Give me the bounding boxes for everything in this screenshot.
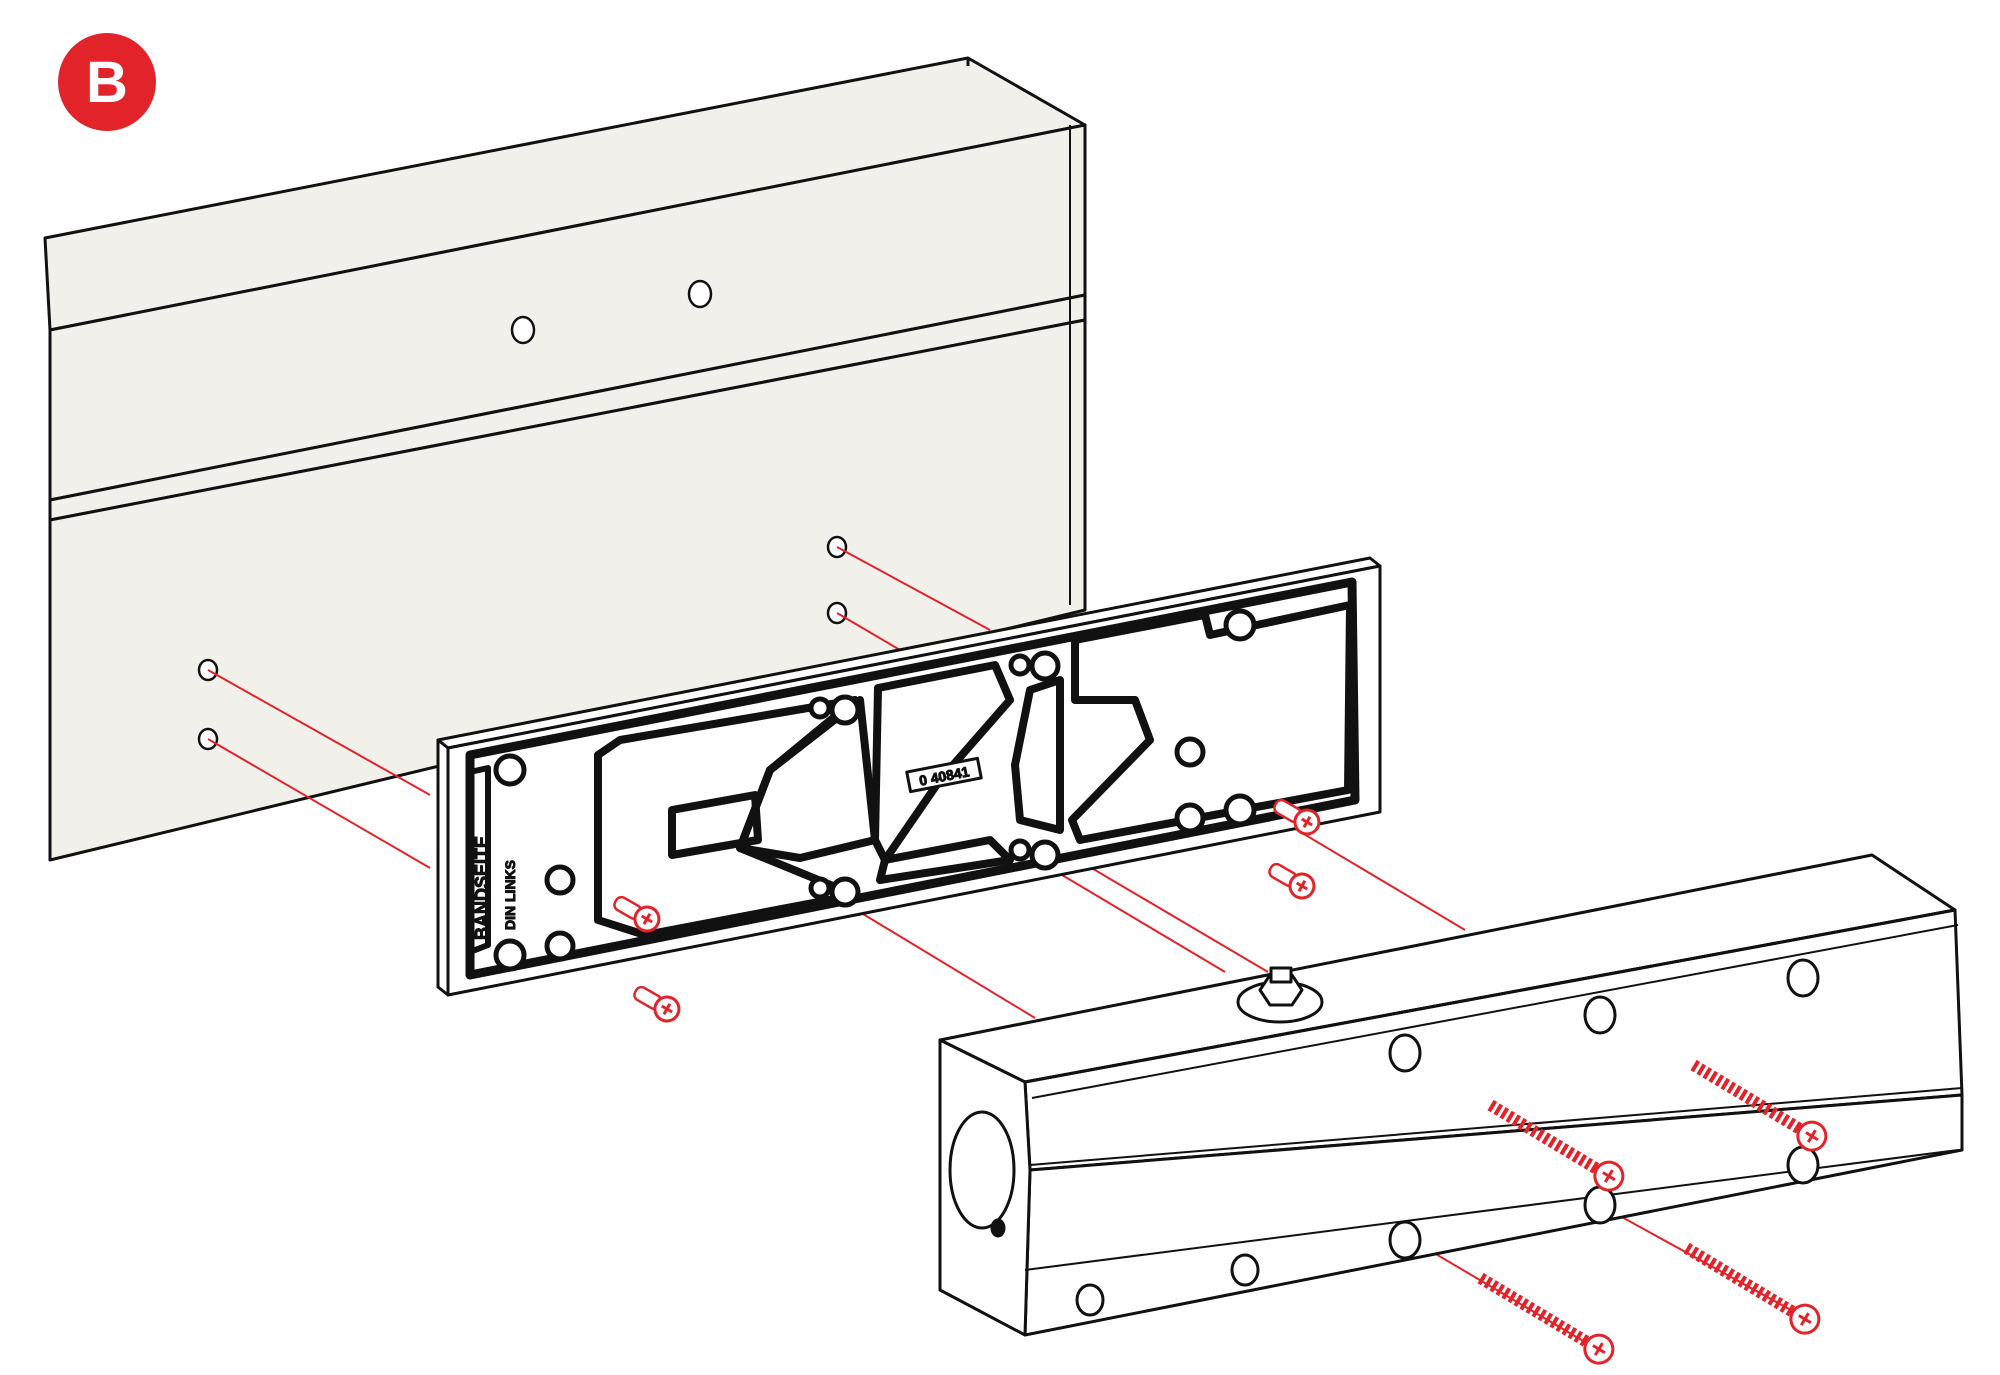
guide-line	[836, 612, 901, 651]
guide-line	[207, 738, 431, 869]
drill-hole-icon	[1029, 650, 1061, 682]
drill-hole-icon	[1786, 1145, 1820, 1185]
drill-hole-icon	[1174, 736, 1206, 768]
drill-hole-icon	[1583, 1185, 1617, 1225]
plate-side	[436, 738, 450, 997]
drill-hole-icon	[687, 279, 713, 309]
drill-hole-icon	[1174, 802, 1206, 834]
phillips-screw-icon	[1477, 1272, 1615, 1365]
drill-hole-icon	[829, 876, 861, 908]
phillips-screw-icon	[633, 985, 681, 1023]
drill-hole-icon	[1223, 793, 1257, 827]
phillips-screw-icon	[1268, 862, 1316, 900]
plate-pocket	[1068, 601, 1354, 844]
closer-bolts	[1477, 1059, 1828, 1365]
drill-hole-icon	[1075, 1283, 1105, 1317]
drill-hole-icon	[544, 930, 576, 962]
drill-hole-icon	[1230, 1253, 1260, 1287]
drill-hole-icon	[1786, 958, 1820, 998]
step-badge: B	[58, 33, 156, 131]
closer-bevel	[1031, 924, 1959, 1099]
plate-pocket-window	[668, 791, 762, 859]
drill-hole-icon	[493, 938, 527, 972]
plate-pocket	[1011, 676, 1064, 834]
closer-bevel	[1029, 1087, 1963, 1166]
drill-hole-icon	[829, 694, 861, 726]
drill-hole-icon	[1029, 839, 1061, 871]
plate-marking-panel	[468, 765, 491, 955]
drill-hole-icon	[1388, 1033, 1422, 1073]
plate-holes	[493, 608, 1257, 972]
drill-hole-icon	[1583, 995, 1617, 1035]
phillips-screw-icon	[1690, 1059, 1828, 1152]
closer-end-cap	[948, 1110, 1016, 1230]
phillips-screw-icon	[1487, 1099, 1625, 1192]
guide-line	[207, 669, 431, 796]
plate-pocket	[876, 836, 1014, 884]
drill-hole-icon	[544, 864, 576, 896]
drill-hole-icon	[1223, 608, 1257, 642]
part-number-tag	[905, 756, 983, 794]
drill-hole-icon	[1388, 1220, 1422, 1260]
drill-hole-icon	[1008, 653, 1032, 677]
phillips-screw-icon	[1683, 1242, 1821, 1335]
plate-screws	[613, 798, 1321, 1023]
closer-bevel	[1024, 908, 1956, 1084]
step-label: B	[86, 49, 128, 115]
drill-hole-icon	[493, 753, 527, 787]
phillips-screw-icon	[1273, 798, 1321, 836]
closer-bevel	[1029, 1094, 1963, 1171]
drill-hole-icon	[510, 315, 536, 345]
mounting-plate: 0 40841 BANDSEITE DIN LINKS	[436, 556, 1382, 997]
guide-line	[836, 546, 991, 631]
door-closer-body	[938, 853, 1964, 1337]
phillips-screw-icon	[613, 895, 661, 933]
plate-rim	[465, 577, 1360, 980]
drill-hole-icon	[808, 876, 832, 900]
closer-end-screw	[990, 1218, 1006, 1238]
door-frame	[43, 56, 1087, 862]
plate-side-marking: BANDSEITE	[472, 836, 492, 940]
drill-hole-icon	[1008, 838, 1032, 862]
plate-din-marking: DIN LINKS	[502, 860, 518, 930]
closer-spindle-square	[1269, 966, 1293, 984]
closer-holes	[1075, 958, 1820, 1317]
drill-hole-icon	[808, 696, 832, 720]
